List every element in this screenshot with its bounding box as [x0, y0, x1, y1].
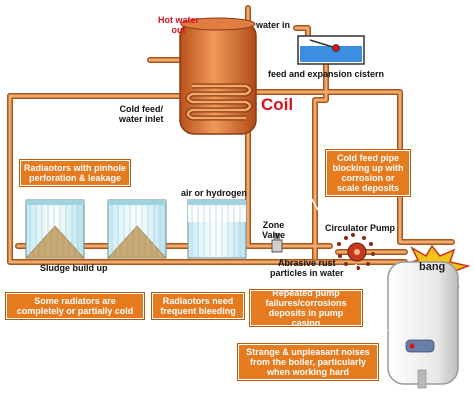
water-in-label: water in: [256, 20, 291, 30]
cistern-label: feed and expansion cistern: [268, 69, 385, 79]
callout-frequent-bleeding: Radiaotors need frequent bleeding: [151, 292, 245, 320]
circulator-pump: [347, 242, 367, 262]
coil-label: Coil: [261, 95, 294, 114]
rust-particles: [337, 233, 375, 270]
callout-cold-radiators: Some radiators are completely or partial…: [5, 292, 145, 320]
callout-pump-failures: Repeated pump failures/corrosions deposi…: [249, 288, 363, 328]
zone-valve-label: Zone Valve: [262, 220, 286, 240]
radiator-1: [25, 199, 85, 259]
abrasive-rust-label: Abrasive rust particles in water: [270, 258, 344, 278]
callout-boiler-noises: Strange & unpleasant noises from the boi…: [237, 343, 379, 381]
zone-valve: [271, 233, 283, 253]
callout-cold-feed-pipe: Cold feed pipe blocking up with corrosio…: [325, 149, 411, 197]
hot-water-out-label: Hot water out: [158, 15, 200, 35]
hot-water-cylinder: [179, 17, 257, 135]
circulator-pump-label: Circulator Pump: [325, 223, 396, 233]
radiator-3: [187, 199, 247, 259]
radiator-2: [107, 199, 167, 259]
bang-label: bang: [419, 261, 446, 273]
air-or-hydrogen-label: air or hydrogen: [181, 188, 248, 198]
expansion-cistern: [297, 35, 365, 65]
sludge-label: Sludge build up: [40, 263, 108, 273]
boiler: [387, 261, 459, 389]
callout-pinhole-leakage: Radiaotors with pinhole perforation & le…: [19, 159, 131, 187]
cold-feed-inlet-label: Cold feed/ water inlet: [119, 104, 164, 124]
